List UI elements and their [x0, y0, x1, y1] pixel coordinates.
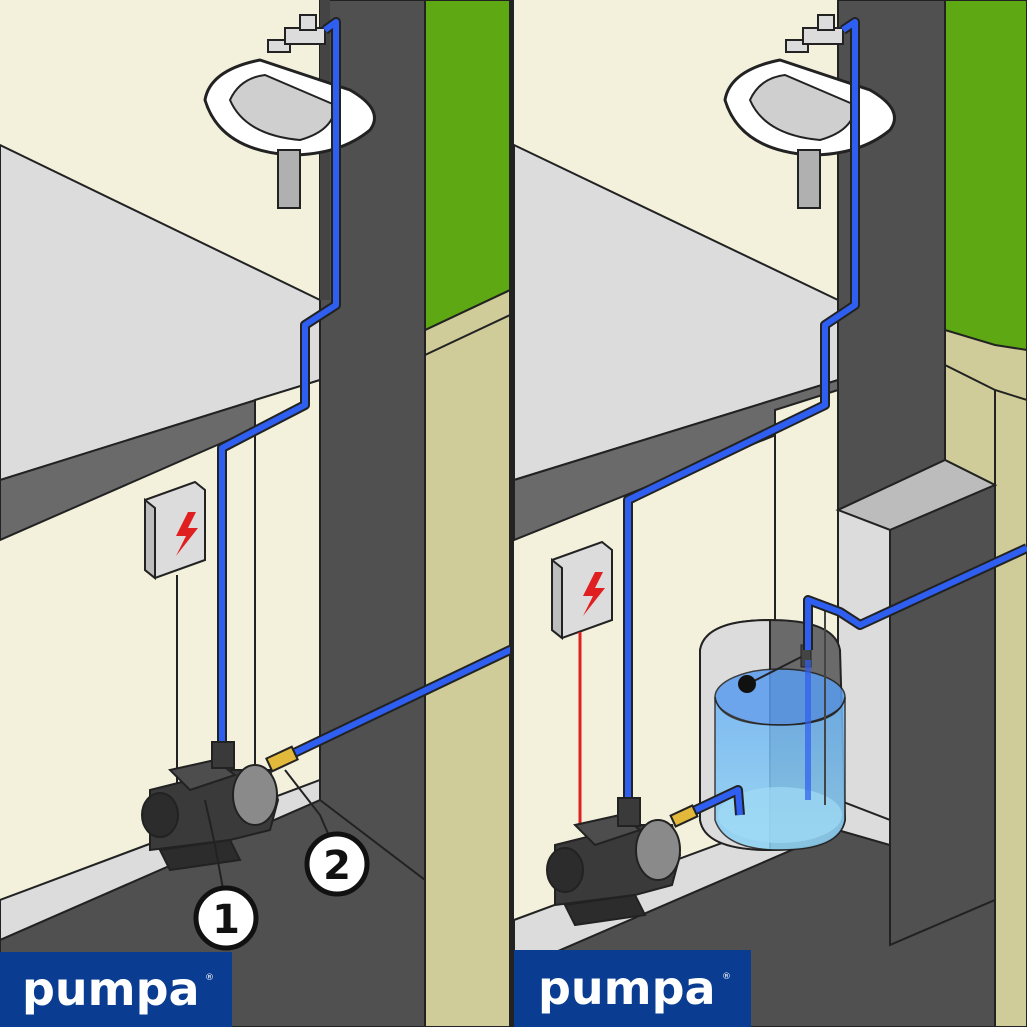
- svg-text:pumpa: pumpa: [22, 962, 200, 1016]
- electric-box-icon: [144, 480, 206, 581]
- callout-2: 2: [304, 831, 370, 897]
- suction-pipe: [287, 647, 513, 758]
- brand-logo-left: pumpa ®: [0, 952, 232, 1027]
- grass: [944, 0, 1027, 352]
- svg-text:®: ®: [722, 972, 731, 982]
- inlet-pipe: [805, 545, 1027, 650]
- suction-pipe: [683, 787, 743, 818]
- svg-text:1: 1: [212, 897, 240, 943]
- electric-box-icon: [551, 540, 613, 641]
- grass: [424, 0, 511, 332]
- tank-icon: [699, 610, 847, 852]
- lightning-icon: [583, 572, 605, 616]
- panel-right: pumpa ®: [513, 0, 1027, 1027]
- svg-text:®: ®: [205, 973, 214, 983]
- callout-1: 1: [193, 885, 259, 951]
- svg-text:pumpa: pumpa: [538, 961, 716, 1015]
- brand-logo-right: pumpa ®: [514, 950, 751, 1027]
- pump-icon: [141, 741, 280, 872]
- panel-left: 1 2 pumpa ®: [0, 0, 515, 1027]
- faucet-icon: [267, 14, 326, 53]
- delivery-pipe: [219, 19, 339, 752]
- delivery-pipe: [625, 19, 858, 800]
- lightning-icon: [176, 512, 198, 556]
- faucet-icon: [785, 14, 844, 53]
- pump-icon: [546, 797, 682, 927]
- svg-text:2: 2: [323, 843, 351, 889]
